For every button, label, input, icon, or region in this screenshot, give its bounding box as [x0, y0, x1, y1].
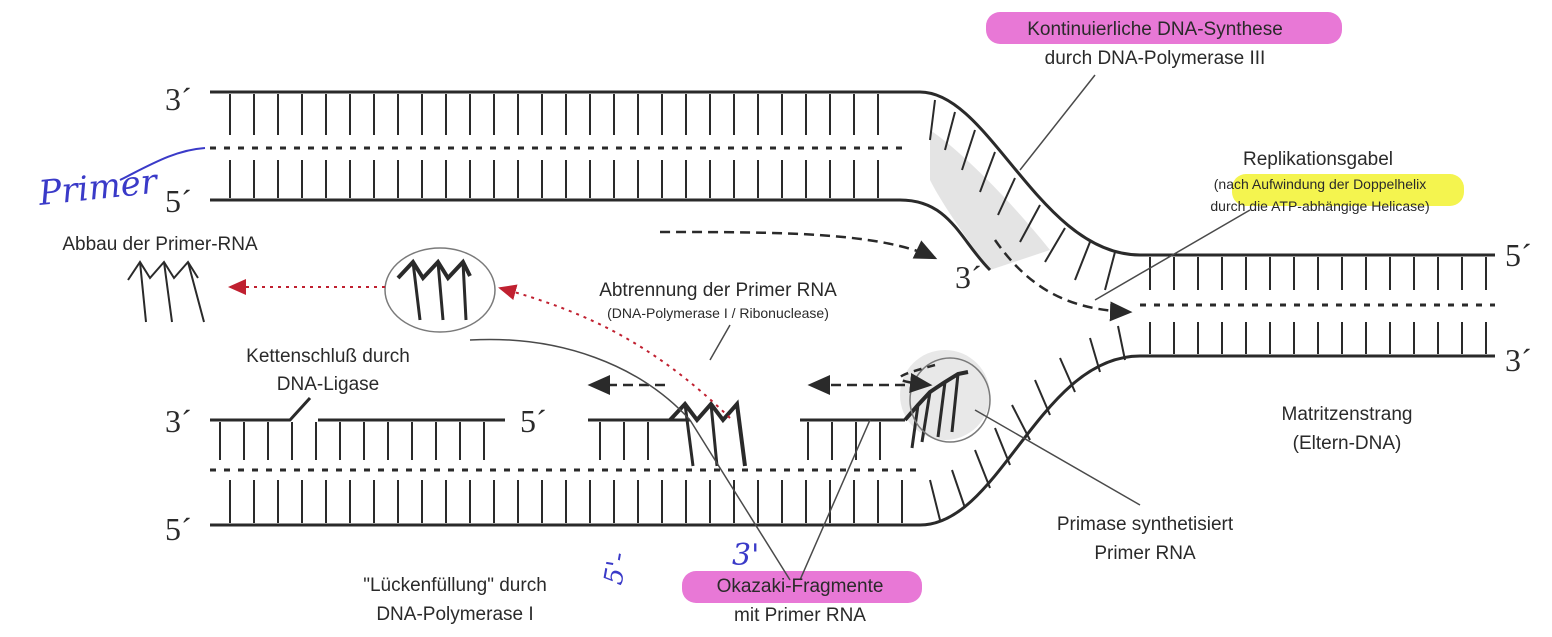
lagging-fragment-1 — [210, 398, 310, 420]
pointer-primase — [975, 410, 1140, 505]
end-top-left-3: 3´ — [165, 81, 192, 117]
bp-tick-fork-upper — [1045, 228, 1065, 262]
bp-tick-fork-lower — [1035, 380, 1050, 415]
top-leading-backbone — [210, 200, 990, 270]
label-abbau: Abbau der Primer-RNA — [62, 234, 258, 255]
end-right-5: 5´ — [1505, 237, 1532, 273]
bp-tick-fork-lower — [995, 428, 1010, 465]
label-gabel-title: Replikationsgabel — [1243, 149, 1393, 170]
pointer-kontinuierliche — [1020, 75, 1095, 170]
label-abtrennung-sub: (DNA-Polymerase I / Ribonuclease) — [607, 305, 829, 321]
end-fragment-5: 5´ — [520, 403, 547, 439]
top-parent-backbone — [210, 92, 1495, 255]
pointer-ligase-curve — [470, 339, 690, 420]
label-primase-line1: Primase synthetisiert — [1057, 514, 1234, 535]
label-gabel-sub2-highlight: ATP-abhängige Helicase — [1271, 198, 1425, 214]
bp-tick-fork-upper — [1075, 242, 1090, 280]
label-okazaki-line2: mit Primer RNA — [734, 605, 866, 626]
handwritten-note-b: 3' — [732, 538, 759, 573]
degraded-primer — [128, 262, 204, 322]
bp-tick-fork-lower — [1012, 405, 1030, 440]
label-matritzen-line1: Matritzenstrang — [1282, 404, 1413, 425]
label-abtrennung-title: Abtrennung der Primer RNA — [599, 280, 837, 301]
handwritten-note-a: 5'- — [599, 550, 634, 587]
fork-shade-upper — [930, 130, 1050, 270]
bp-tick-fork-upper — [1105, 252, 1115, 290]
label-luecken-line1: "Lückenfüllung" durch — [363, 575, 547, 596]
label-ketten-line2: DNA-Ligase — [277, 374, 379, 395]
label-ketten-line1: Kettenschluß durch — [246, 346, 410, 367]
label-primase-line2: Primer RNA — [1094, 543, 1196, 564]
pointer-lines — [470, 75, 1250, 580]
label-kontinuierliche-title: Kontinuierliche DNA-Synthese — [1027, 19, 1283, 40]
bp-tick-fork-lower — [1118, 326, 1125, 360]
label-gabel-sub2: durch die ATP-abhängige Helicase) — [1210, 198, 1429, 214]
label-luecken-line2: DNA-Polymerase I — [376, 604, 533, 625]
primer-free-top-legs — [413, 262, 466, 320]
primer-free-top — [398, 262, 470, 278]
pointer-okazaki-2 — [800, 420, 870, 580]
bp-tick-fork-lower — [930, 480, 940, 520]
bp-tick-fork-upper — [945, 112, 955, 150]
end-top-left-5: 5´ — [165, 183, 192, 219]
bp-tick-fork-lower — [975, 450, 990, 488]
label-matritzen-line2: (Eltern-DNA) — [1293, 433, 1402, 454]
label-kontinuierliche-sub: durch DNA-Polymerase III — [1045, 48, 1266, 69]
label-okazaki-line1: Okazaki-Fragmente — [717, 576, 884, 597]
leading-synthesis-arrow — [660, 232, 935, 258]
end-mid-3: 3´ — [955, 259, 982, 295]
label-gabel-sub1: (nach Aufwindung der Doppelhelix — [1214, 176, 1426, 192]
end-right-3: 3´ — [1505, 342, 1532, 378]
bp-tick-fork-lower — [952, 470, 965, 508]
primer-on-fragment — [670, 404, 745, 466]
label-gabel-sub2-prefix: durch die — [1210, 198, 1271, 214]
end-bottom-left-3: 3´ — [165, 403, 192, 439]
end-bottom-left-5: 5´ — [165, 511, 192, 547]
pointer-abtrennung — [710, 325, 730, 360]
label-gabel-sub2-suffix: ) — [1425, 198, 1430, 214]
